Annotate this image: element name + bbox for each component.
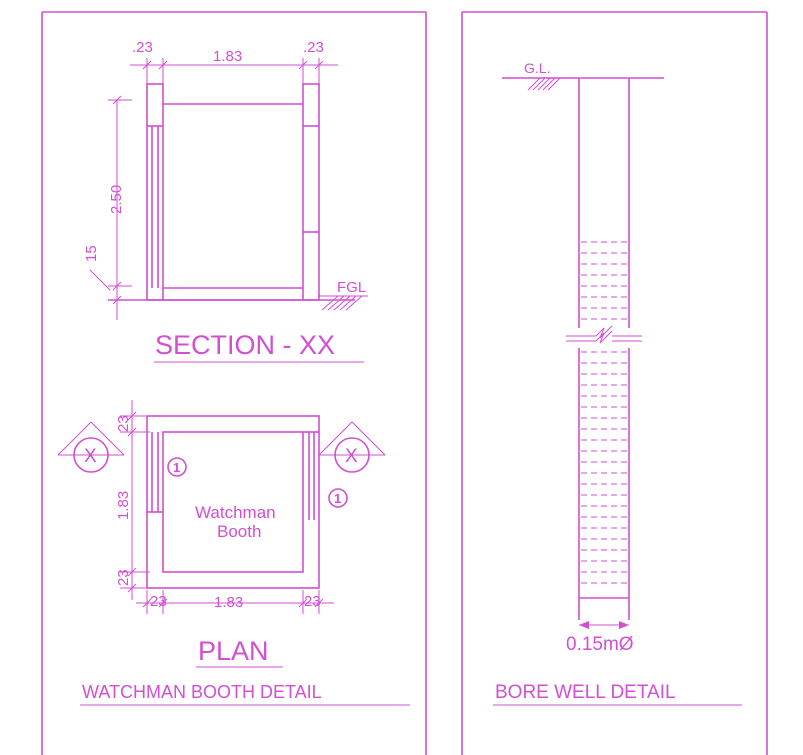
bore-panel-frame xyxy=(461,11,768,755)
section-marker-left xyxy=(57,421,125,473)
plan-dim-side: 1.83 xyxy=(115,491,132,520)
bore-diameter-dimension xyxy=(579,621,629,629)
bore-water-strata xyxy=(581,241,627,584)
door-tag-2-circle xyxy=(328,488,348,508)
section-dim-left: .23 xyxy=(132,39,153,56)
section-dim-mid: 1.83 xyxy=(213,48,242,65)
section-xx-drawing: .23 1.83 .23 2.50 1 xyxy=(83,39,368,363)
plan-dim-b-right: 23 xyxy=(304,593,321,610)
plan-dim-top: 23 xyxy=(115,415,132,432)
door-tag-1-circle xyxy=(167,457,187,477)
ground-level-symbol xyxy=(502,77,664,91)
door-tag-1: 1 xyxy=(173,460,180,475)
section-marker-right-label: X xyxy=(345,446,358,467)
plan-drawing: 23 1.83 23 23 1.83 23 X xyxy=(57,400,386,668)
gl-label: G.L. xyxy=(524,60,550,76)
section-height-dimension xyxy=(89,95,132,320)
section-dim-plinth: 15 xyxy=(83,245,100,262)
section-marker-left-label: X xyxy=(84,446,97,467)
plan-dim-bottom: 23 xyxy=(115,569,132,586)
door-tag-2: 1 xyxy=(334,491,341,506)
section-title: SECTION - XX xyxy=(155,330,335,360)
plan-dim-b-mid: 1.83 xyxy=(214,594,243,611)
fgl-label: FGL xyxy=(337,279,366,296)
break-symbol xyxy=(565,325,643,348)
section-dim-height: 2.50 xyxy=(108,185,125,214)
plan-title: PLAN xyxy=(198,636,269,666)
watchman-panel-frame xyxy=(41,11,427,755)
section-walls xyxy=(108,83,355,301)
plan-bottom-dimension xyxy=(136,590,334,614)
section-top-dimension xyxy=(130,58,338,90)
room-label-line2: Booth xyxy=(217,522,261,541)
section-marker-right xyxy=(318,421,386,473)
bore-casing xyxy=(578,78,630,620)
room-label-line1: Watchman xyxy=(195,503,276,522)
fgl-ground-symbol xyxy=(318,295,368,311)
bore-diameter: 0.15mØ xyxy=(566,634,634,655)
plan-walls xyxy=(146,415,320,589)
section-dim-right: .23 xyxy=(303,39,324,56)
plan-dim-b-left: 23 xyxy=(150,593,167,610)
bore-well-drawing: G.L. 0.15mØ xyxy=(502,60,664,655)
plan-left-dimension xyxy=(120,400,150,600)
bore-sheet-title: BORE WELL DETAIL xyxy=(495,682,676,703)
watchman-sheet-title: WATCHMAN BOOTH DETAIL xyxy=(82,682,322,702)
